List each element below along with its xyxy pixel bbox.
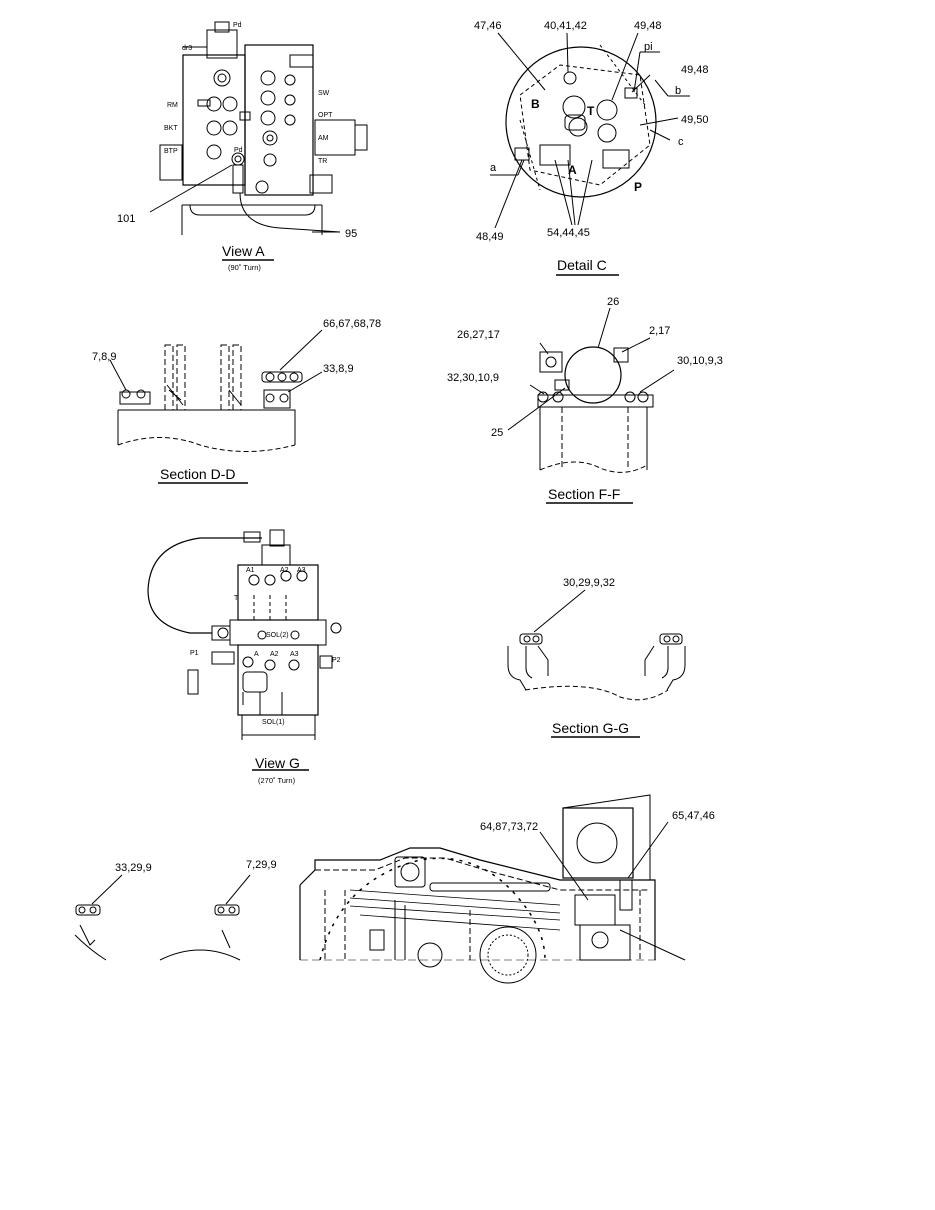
callout-26-27-17: 26,27,17 — [457, 329, 500, 341]
callout-65-47-46: 65,47,46 — [672, 810, 715, 822]
port-letter: pi — [644, 41, 653, 53]
view-a-title: View A — [222, 243, 265, 259]
callout-33-29-9: 33,29,9 — [115, 862, 152, 874]
callout-2-17: 2,17 — [649, 325, 670, 337]
port-label: P2 — [332, 657, 341, 664]
bottom-assembly-drawing — [74, 794, 686, 984]
port-letter: A — [568, 163, 577, 177]
section-gg-title: Section G-G — [552, 720, 629, 736]
port-letter: B — [531, 97, 540, 111]
port-label: dr3 — [182, 45, 192, 52]
port-label: P1 — [190, 650, 199, 657]
callout-25: 25 — [491, 427, 503, 439]
port-label: BKT — [164, 125, 178, 132]
callout-64-87-73-72: 64,87,73,72 — [480, 821, 538, 833]
port-letter: T — [587, 104, 595, 118]
callout-47-46: 47,46 — [474, 20, 502, 32]
port-label: BTP — [164, 148, 178, 155]
port-letter: a — [490, 162, 497, 174]
callout-33-8-9: 33,8,9 — [323, 363, 354, 375]
callout-32-30-10-9: 32,30,10,9 — [447, 372, 499, 384]
section-ff-title: Section F-F — [548, 486, 620, 502]
callout-49-48: 49,48 — [634, 20, 662, 32]
callout-49-50: 49,50 — [681, 114, 709, 126]
section-ff-drawing — [507, 307, 675, 504]
callout-54-44-45: 54,44,45 — [547, 227, 590, 239]
view-a-note: (90˚ Turn) — [228, 263, 261, 272]
port-label: AM — [318, 135, 329, 142]
port-label: Pd — [234, 147, 243, 154]
view-g-drawing — [147, 529, 342, 771]
callout-40-41-42: 40,41,42 — [544, 20, 587, 32]
port-label: RM — [167, 102, 178, 109]
port-letter: P — [634, 180, 642, 194]
view-g-note: (270˚ Turn) — [258, 776, 296, 785]
port-label: OPT — [318, 112, 333, 119]
section-dd-drawing — [109, 329, 323, 484]
port-label: SOL(1) — [262, 719, 285, 726]
section-gg-drawing — [507, 589, 686, 738]
port-label: A1 — [246, 567, 255, 574]
callout-30-10-9-3: 30,10,9,3 — [677, 355, 723, 367]
port-label: SW — [318, 90, 330, 97]
callout-7-8-9: 7,8,9 — [92, 351, 116, 363]
callout-26: 26 — [607, 296, 619, 308]
port-letter: c — [678, 136, 684, 148]
port-label: A2 — [270, 651, 279, 658]
view-a-drawing — [149, 21, 368, 261]
port-label: Pd — [233, 22, 242, 29]
section-dd-title: Section D-D — [160, 466, 235, 482]
port-label: A3 — [290, 651, 299, 658]
port-label: A — [254, 651, 259, 658]
callout-101: 101 — [117, 213, 135, 225]
port-label: TR — [318, 158, 327, 165]
port-letter: b — [675, 85, 681, 97]
port-label: SOL(2) — [266, 632, 289, 639]
callout-7-29-9: 7,29,9 — [246, 859, 277, 871]
port-label: A2 — [280, 567, 289, 574]
detail-c-drawing — [490, 32, 690, 276]
port-label: T — [234, 595, 239, 602]
view-g-title: View G — [255, 755, 300, 771]
callout-30-29-9-32: 30,29,9,32 — [563, 577, 615, 589]
callout-95: 95 — [345, 228, 357, 240]
callout-66-67-68-78: 66,67,68,78 — [323, 318, 381, 330]
callout-48-49: 48,49 — [476, 231, 504, 243]
port-label: A3 — [297, 567, 306, 574]
detail-c-title: Detail C — [557, 257, 607, 273]
callout-49-48: 49,48 — [681, 64, 709, 76]
